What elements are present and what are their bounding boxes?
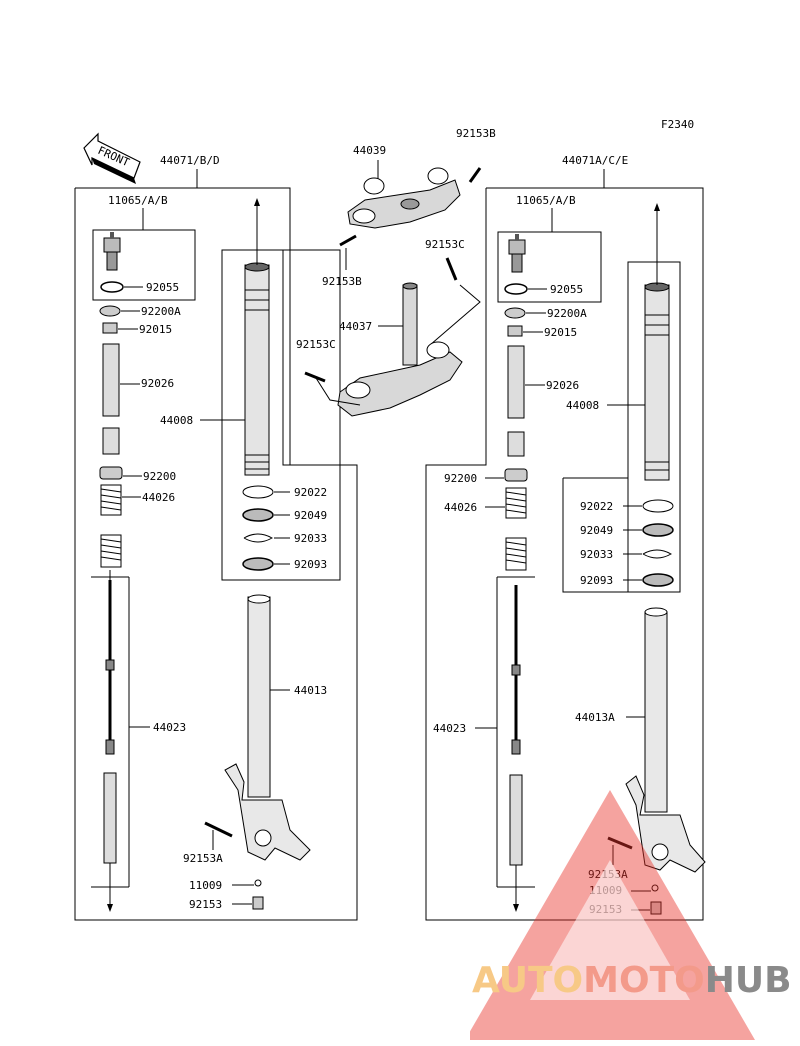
label-44037: 44037: [339, 320, 372, 333]
label-44039: 44039: [353, 144, 386, 157]
right-label-92026: 92026: [546, 379, 579, 392]
right-label-92093: 92093: [580, 574, 613, 587]
right-label-92055: 92055: [550, 283, 583, 296]
label-92022: 92022: [294, 486, 327, 499]
right-fork-assembly: 44071A/C/E 11065/A/B 92055 92200A 92015 …: [425, 154, 706, 921]
watermark-hub: HUB: [704, 960, 792, 1001]
right-label-11065: 11065/A/B: [516, 194, 576, 207]
label-44013: 44013: [294, 684, 327, 697]
label-92200: 92200: [143, 470, 176, 483]
label-92153B-bottom: 92153B: [322, 275, 362, 288]
right-label-92200: 92200: [444, 472, 477, 485]
right-label-44008: 44008: [566, 399, 599, 412]
label-92026: 92026: [141, 377, 174, 390]
right-label-92049: 92049: [580, 524, 613, 537]
watermark-auto: AUTO: [472, 960, 584, 1001]
watermark-moto: MOTO: [583, 960, 705, 1001]
right-label-44013A: 44013A: [575, 711, 615, 724]
right-label-44023: 44023: [433, 722, 466, 735]
left-fork-assembly: 44071/B/D 11065/A/B 92055 92200A 92015: [74, 154, 358, 921]
label-92055: 92055: [146, 281, 179, 294]
label-92153C-right: 92153C: [425, 238, 465, 251]
label-11009: 11009: [189, 879, 222, 892]
label-92015: 92015: [139, 323, 172, 336]
figure-code: F2340: [661, 118, 694, 131]
label-44008: 44008: [160, 414, 193, 427]
left-assembly-label: 44071/B/D: [160, 154, 220, 167]
fork-cap-bolt: [103, 232, 121, 271]
label-44026: 44026: [142, 491, 175, 504]
inner-tube: [224, 594, 311, 861]
outer-tube: [244, 198, 270, 476]
label-44023: 44023: [153, 721, 186, 734]
watermark-logo: [470, 790, 755, 1040]
label-92093: 92093: [294, 558, 327, 571]
label-92033: 92033: [294, 532, 327, 545]
label-11065: 11065/A/B: [108, 194, 168, 207]
fork-spring: [100, 484, 122, 568]
label-92153: 92153: [189, 898, 222, 911]
right-label-44026: 44026: [444, 501, 477, 514]
right-assembly-label: 44071A/C/E: [562, 154, 628, 167]
label-92200A: 92200A: [141, 305, 181, 318]
label-92153A: 92153A: [183, 852, 223, 865]
front-arrow-icon: FRONT: [83, 132, 141, 184]
label-92049: 92049: [294, 509, 327, 522]
right-label-92015: 92015: [544, 326, 577, 339]
right-label-92022: 92022: [580, 500, 613, 513]
label-92153B-top: 92153B: [456, 127, 496, 140]
label-92153C-left: 92153C: [296, 338, 336, 351]
right-label-92200A: 92200A: [547, 307, 587, 320]
watermark-text: AUTOMOTOHUB: [472, 960, 792, 1001]
right-label-92033: 92033: [580, 548, 613, 561]
triple-clamp-group: 44039 92153B 92153B 92153C 44037 92153C: [296, 127, 496, 417]
